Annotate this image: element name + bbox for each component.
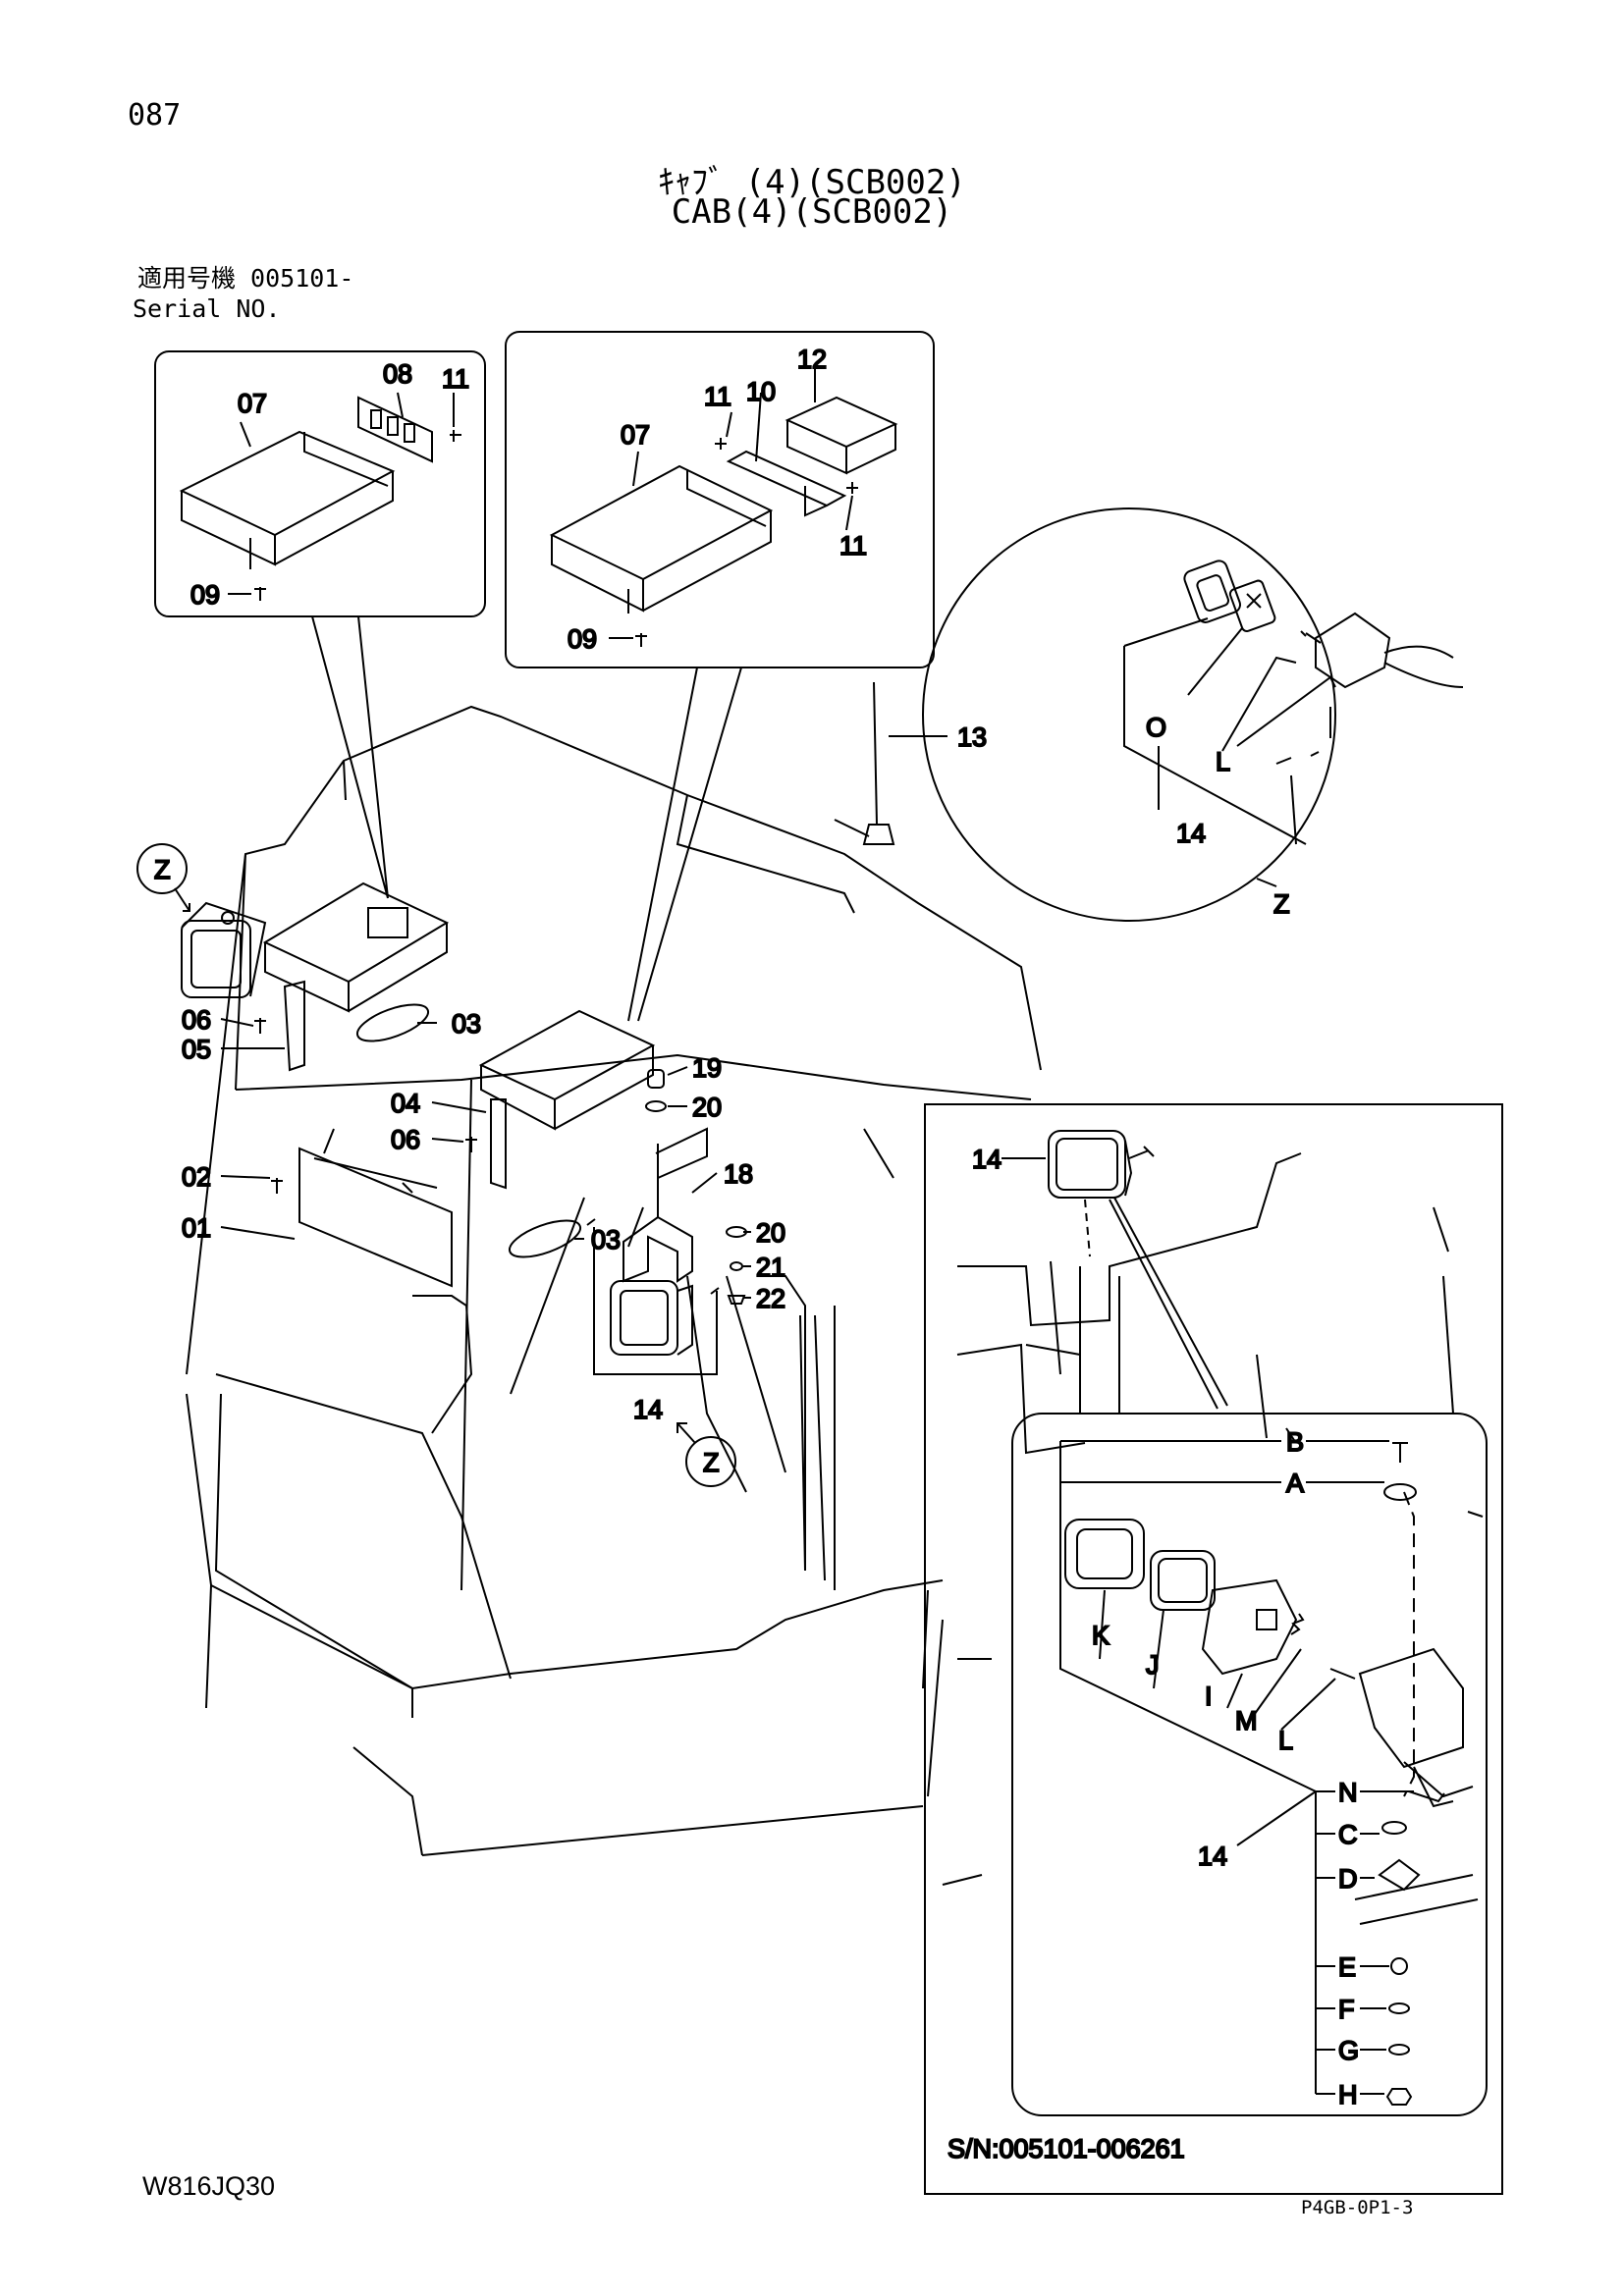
inset-callout-j: J bbox=[1146, 1650, 1160, 1680]
inset-callout-m: M bbox=[1235, 1706, 1258, 1735]
callout-07b: 07 bbox=[621, 420, 650, 450]
inset-callout-k: K bbox=[1092, 1621, 1110, 1650]
lamp-cover-left bbox=[355, 1003, 430, 1042]
callout-11c: 11 bbox=[839, 531, 867, 561]
detail-z bbox=[922, 507, 1464, 922]
z-marker-top-label: Z bbox=[154, 855, 171, 884]
callout-03a: 03 bbox=[452, 1009, 481, 1039]
screw-02 bbox=[271, 1178, 283, 1194]
callout-09a: 09 bbox=[190, 580, 220, 610]
page-number: 087 bbox=[128, 98, 182, 133]
detail-z-callout-o: O bbox=[1146, 713, 1166, 742]
serial-label-japanese: 適用号機 005101- bbox=[137, 264, 354, 293]
callout-leaders-main bbox=[220, 735, 947, 1299]
callout-02: 02 bbox=[182, 1162, 211, 1192]
callout-06b: 06 bbox=[391, 1125, 420, 1154]
cab-outline bbox=[186, 705, 1042, 1856]
z-marker-bottom-circle bbox=[685, 1436, 736, 1487]
callout-09b: 09 bbox=[568, 624, 597, 654]
cab-tray-left bbox=[262, 881, 450, 1013]
inset-callout-e: E bbox=[1338, 1952, 1356, 1982]
serial-label-english: Serial NO. bbox=[133, 294, 281, 323]
callout-13: 13 bbox=[957, 722, 987, 752]
callout-11a: 11 bbox=[442, 364, 469, 394]
lamp-bracket-18 bbox=[623, 1127, 708, 1283]
zoom-line-middle bbox=[627, 667, 742, 1022]
inset-right bbox=[924, 1103, 1503, 2195]
sun-visor bbox=[298, 1128, 453, 1288]
detail-z-label: Z bbox=[1273, 889, 1290, 919]
inset-box-middle bbox=[505, 331, 935, 668]
callout-12: 12 bbox=[797, 345, 827, 374]
inset-callout-c: C bbox=[1338, 1820, 1358, 1849]
inset-box-left bbox=[154, 350, 486, 617]
inset-callout-l: L bbox=[1278, 1726, 1293, 1755]
callout-19: 19 bbox=[692, 1053, 722, 1083]
z-marker-bottom-label: Z bbox=[703, 1448, 720, 1477]
callout-03b: 03 bbox=[591, 1225, 621, 1255]
title-japanese: ｷｬﾌﾞ (4)(SCB002) bbox=[658, 163, 966, 202]
sheet-code: P4GB-0P1-3 bbox=[1301, 2197, 1414, 2218]
callout-04: 04 bbox=[391, 1089, 420, 1118]
z-marker-top-circle bbox=[136, 843, 188, 894]
callout-20b: 20 bbox=[756, 1218, 785, 1248]
screw-06a bbox=[254, 1018, 266, 1034]
callout-06a: 06 bbox=[182, 1005, 211, 1035]
antenna bbox=[834, 681, 895, 845]
detail-z-callout-l: L bbox=[1216, 747, 1230, 776]
inset-callout-a: A bbox=[1286, 1468, 1304, 1498]
bracket-05 bbox=[283, 980, 305, 1072]
callout-10: 10 bbox=[746, 377, 776, 406]
callout-11b: 11 bbox=[704, 382, 731, 411]
callout-01: 01 bbox=[182, 1213, 211, 1243]
work-lamp-right bbox=[610, 1280, 693, 1356]
callout-08: 08 bbox=[383, 359, 412, 389]
callout-05: 05 bbox=[182, 1035, 211, 1064]
inset-callout-b: B bbox=[1286, 1427, 1304, 1457]
screw-06b bbox=[465, 1137, 477, 1152]
callout-14b: 14 bbox=[1176, 819, 1206, 848]
lamp-bolts bbox=[586, 1218, 720, 1295]
callout-22: 22 bbox=[756, 1284, 785, 1313]
inset-callout-h: H bbox=[1338, 2080, 1358, 2109]
lamp-group-bracket bbox=[593, 1227, 718, 1375]
callout-14d: 14 bbox=[1198, 1842, 1227, 1871]
callout-20a: 20 bbox=[692, 1093, 722, 1122]
inset-callout-n: N bbox=[1338, 1778, 1358, 1807]
z-marker-bottom-arrow bbox=[677, 1422, 696, 1444]
inset-serial-number: S/N:005101-006261 bbox=[947, 2134, 1185, 2163]
bracket-04 bbox=[490, 1098, 507, 1190]
cab-tray-middle bbox=[478, 1009, 656, 1131]
title-english: CAB(4)(SCB002) bbox=[671, 192, 953, 232]
inset-callout-f: F bbox=[1338, 1995, 1355, 2024]
callout-14a: 14 bbox=[633, 1395, 663, 1424]
callout-14c: 14 bbox=[972, 1145, 1001, 1174]
callout-07a: 07 bbox=[238, 389, 267, 418]
inset-callout-g: G bbox=[1338, 2036, 1359, 2065]
document-code: W816JQ30 bbox=[142, 2171, 276, 2201]
callout-21: 21 bbox=[756, 1253, 785, 1282]
inset-callout-d: D bbox=[1338, 1864, 1358, 1894]
z-marker-top-arrow bbox=[174, 887, 190, 912]
work-lamp-left bbox=[181, 901, 267, 998]
lamp-cover-right bbox=[508, 1219, 582, 1258]
callout-18: 18 bbox=[724, 1159, 753, 1189]
inset-callout-i: I bbox=[1205, 1682, 1213, 1711]
